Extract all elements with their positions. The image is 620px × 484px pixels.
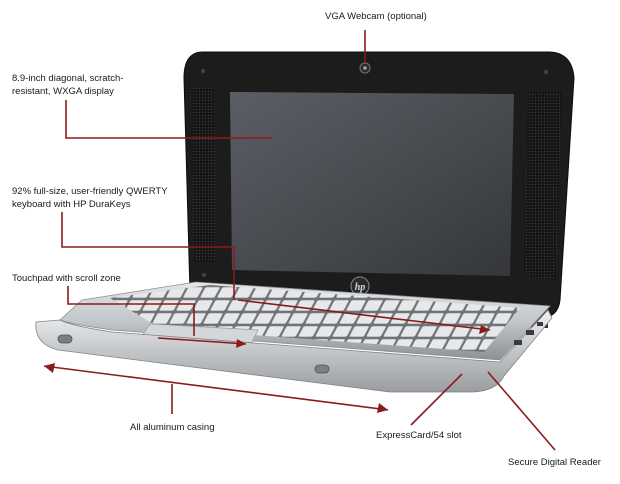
casing-arrow-left-icon <box>44 363 55 373</box>
keyboard-arrow-icon <box>479 325 490 334</box>
keyboard-keys <box>110 285 520 352</box>
keyboard-span-line <box>237 299 491 331</box>
callout-lines <box>43 30 556 451</box>
touchpad-callout-line <box>67 286 195 336</box>
display-label: 8.9-inch diagonal, scratch- resistant, W… <box>12 73 124 97</box>
expresscard-callout-line <box>410 373 463 426</box>
display-callout-line <box>65 100 272 139</box>
side-port-icon <box>514 340 522 345</box>
right-speaker-grille <box>524 92 562 280</box>
webcam-label: VGA Webcam (optional) <box>325 11 427 22</box>
wireless-switch-icon <box>314 364 330 374</box>
side-port-icon <box>537 322 543 326</box>
casing-arrow-right-icon <box>377 403 388 413</box>
callout-arrowheads <box>44 325 490 413</box>
display-screen <box>230 92 514 276</box>
side-port-icon <box>526 330 534 335</box>
hp-logo-text: hp <box>355 282 366 293</box>
casing-label: All aluminum casing <box>130 422 215 433</box>
bezel-screw-icon <box>544 70 548 74</box>
expresscard-label: ExpressCard/54 slot <box>376 430 462 441</box>
keyboard-callout-line <box>61 212 235 300</box>
sd-reader-label: Secure Digital Reader <box>508 457 601 468</box>
touchpad-label: Touchpad with scroll zone <box>12 273 121 284</box>
power-switch-icon <box>57 334 73 344</box>
keyboard-label: 92% full-size, user-friendly QWERTY keyb… <box>12 186 168 210</box>
bezel-screw-icon <box>202 273 206 277</box>
bezel-screw-icon <box>201 69 205 73</box>
casing-measure-line <box>43 365 389 411</box>
touchpad-arrow-icon <box>236 339 246 348</box>
touchpad-scroll-line <box>157 337 247 345</box>
base-front-edge <box>35 309 553 393</box>
left-speaker-grille <box>190 88 216 262</box>
sd-reader-callout-line <box>487 371 556 451</box>
webcam-lens <box>363 66 367 70</box>
